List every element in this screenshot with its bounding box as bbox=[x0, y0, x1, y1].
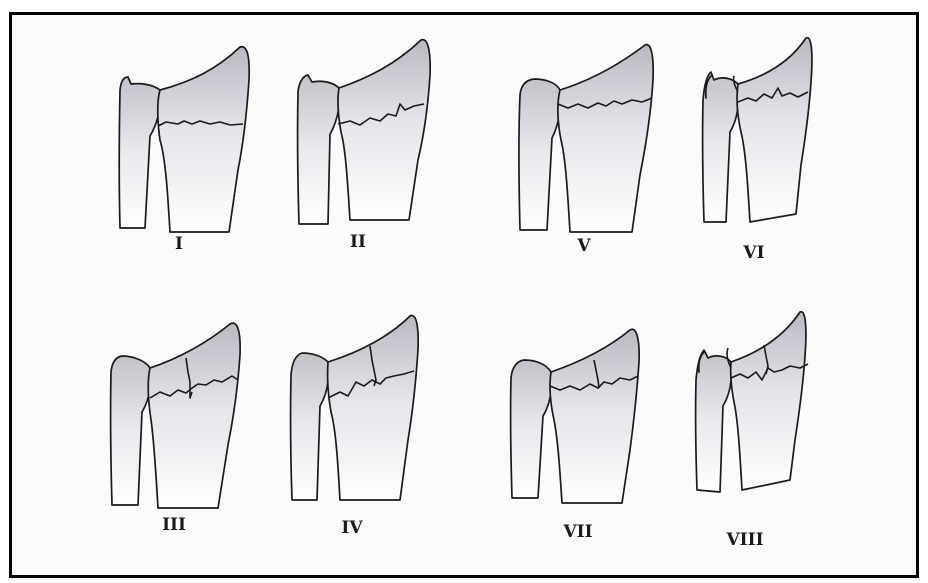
label-VIII: VIII bbox=[725, 530, 763, 550]
panel-VIII: VIII bbox=[696, 312, 808, 550]
panel-VII: VII bbox=[511, 329, 640, 542]
label-V: V bbox=[576, 236, 591, 256]
radius-II bbox=[338, 40, 430, 220]
radius-VIII bbox=[731, 312, 806, 490]
label-III: III bbox=[162, 515, 186, 535]
ulna-VII bbox=[511, 360, 552, 498]
label-II: II bbox=[350, 232, 366, 252]
ulna-VIII bbox=[696, 350, 732, 492]
radius-V bbox=[558, 45, 653, 232]
ulna-VI bbox=[703, 72, 739, 222]
panel-III: III bbox=[111, 323, 241, 535]
panel-I: I bbox=[119, 47, 249, 254]
ulna-III bbox=[111, 356, 151, 505]
panel-IV: IV bbox=[291, 316, 419, 538]
label-I: I bbox=[175, 234, 183, 254]
radius-III bbox=[148, 323, 240, 508]
panel-V: V bbox=[519, 45, 653, 256]
label-VI: VI bbox=[742, 243, 764, 263]
radius-I bbox=[158, 47, 249, 232]
ulna-IV bbox=[291, 353, 329, 500]
label-IV: IV bbox=[341, 518, 363, 538]
radius-VII bbox=[550, 329, 639, 503]
ulna-II bbox=[298, 75, 340, 224]
label-VII: VII bbox=[562, 522, 592, 542]
panel-II: II bbox=[298, 40, 431, 252]
radius-IV bbox=[328, 316, 419, 500]
radius-VI bbox=[737, 38, 812, 222]
ulna-V bbox=[519, 79, 561, 230]
ulna-I bbox=[119, 77, 160, 228]
panel-VI: VI bbox=[703, 38, 812, 263]
